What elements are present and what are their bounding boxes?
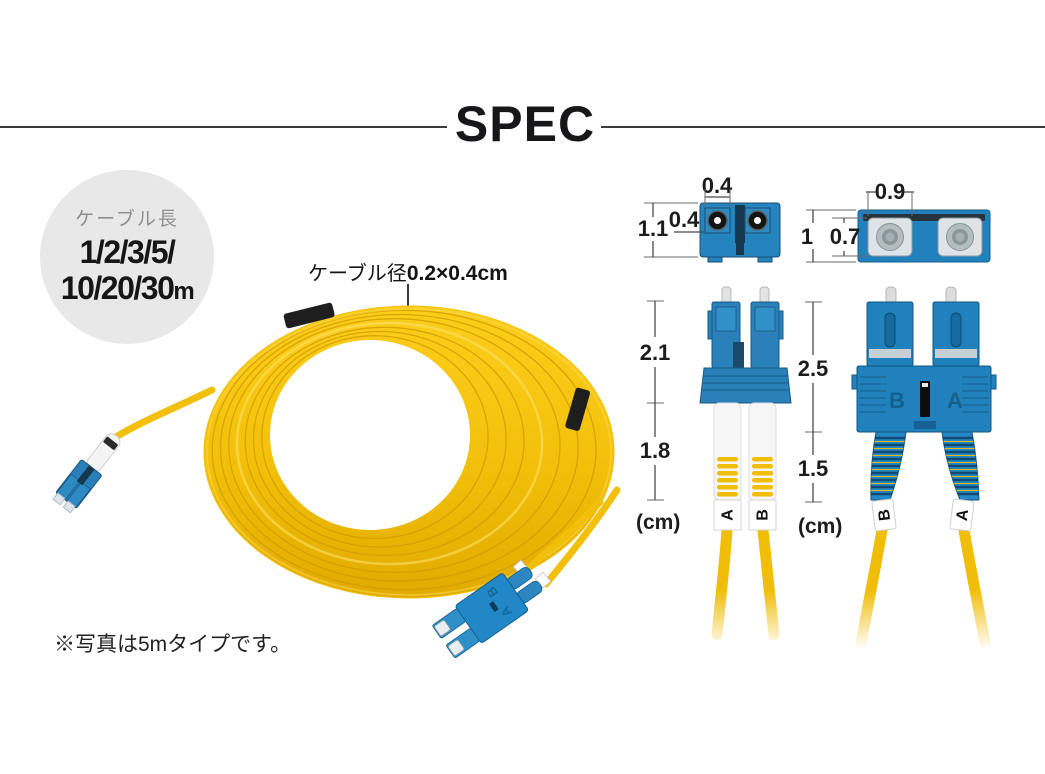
cable-diameter-pointer: [407, 284, 409, 307]
dimension-diagrams: 0.4 0.4 1.1: [630, 173, 1045, 660]
cable-tail-lc: [112, 386, 216, 441]
sc-connector-photo: A B: [432, 566, 543, 658]
sc-side-lower-dim: 1.5: [798, 456, 829, 481]
lc-band-letter-a: A: [720, 509, 737, 521]
lc-front-ferrule-dim: 0.4: [669, 207, 700, 232]
sc-side-upper-dim: 2.5: [798, 356, 829, 381]
lc-front-diagram: 0.4 0.4 1.1: [638, 173, 781, 263]
lc-band-letter-b: B: [755, 509, 772, 521]
cable-length-label: ケーブル長: [75, 209, 179, 230]
sc-band-right: A: [949, 498, 975, 532]
cable-coil: [203, 305, 615, 599]
lc-unit-label: (cm): [636, 511, 680, 534]
page-title: SPEC: [454, 96, 596, 152]
lc-side-diagram: A B 2.1 1.8 (cm): [636, 286, 792, 641]
product-photo: A B: [52, 302, 621, 658]
lc-boot-accordion: [717, 457, 773, 497]
cable-length-values: 10/20/30: [60, 270, 175, 306]
cable-tail-sc-2: [542, 486, 621, 588]
photo-note: ※写真は5mタイプです。: [54, 633, 292, 656]
cable-length-badge: ケーブル長 1/2/3/5/ 10/20/30m: [40, 170, 214, 344]
sc-band-letter-b: B: [876, 508, 894, 522]
sc-side-diagram: B A: [798, 286, 997, 649]
lc-side-upper-dim: 2.1: [640, 340, 671, 365]
sc-front-width-dim: 0.9: [875, 179, 906, 204]
cable-length-line1: 1/2/3/5/: [79, 234, 176, 270]
lc-front-height-dim: 1.1: [638, 216, 669, 241]
cable-length-unit: m: [173, 278, 194, 305]
sc-front-inner-dim: 0.7: [830, 224, 861, 249]
sc-front-diagram: 0.9 1 0.7: [801, 179, 991, 263]
lc-side-lower-dim: 1.8: [640, 438, 671, 463]
sc-emboss-a: A: [947, 388, 963, 413]
cable-fade-overlay: [630, 590, 1045, 660]
sc-front-height-dim: 1: [801, 224, 813, 249]
sc-band-left: B: [871, 498, 897, 532]
cable-length-line2: 10/20/30m: [60, 270, 195, 310]
cable-tail-sc-1: [520, 498, 604, 576]
lc-front-width-dim: 0.4: [702, 173, 733, 198]
sc-band-letter-a: A: [954, 508, 972, 522]
header-rule-left: [0, 126, 447, 128]
lc-connector-photo: [52, 433, 121, 514]
sc-unit-label: (cm): [798, 515, 842, 538]
cable-diameter-prefix: ケーブル径: [308, 263, 407, 285]
coil-strap-top: [283, 302, 335, 329]
cable-diameter-value: 0.2×0.4cm: [406, 262, 508, 285]
sc-emboss-b: B: [889, 388, 905, 413]
cable-diameter-callout: ケーブル径0.2×0.4cm: [308, 257, 508, 286]
coil-strap-right: [565, 387, 590, 431]
header-rule-right: [601, 126, 1045, 128]
